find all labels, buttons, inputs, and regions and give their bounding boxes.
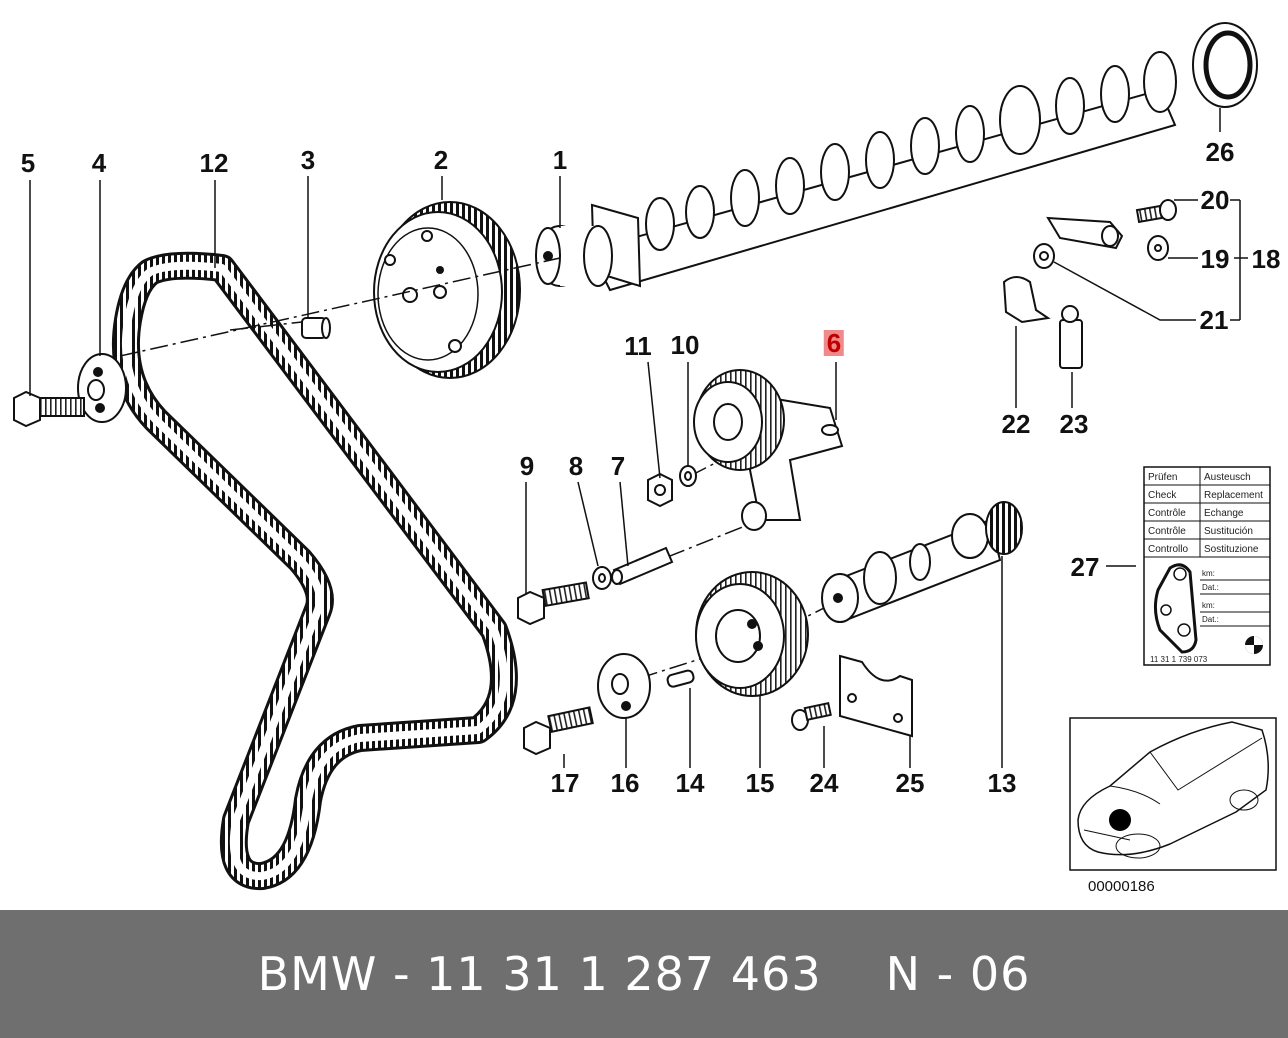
diagram-position: N - 06 (885, 947, 1031, 1001)
card-field-km-1: km: (1202, 569, 1215, 578)
callout-part-4: 4 (91, 148, 107, 178)
washer-10 (679, 465, 697, 487)
cover-plate-25 (839, 654, 913, 738)
callout-part-25: 25 (895, 768, 925, 798)
hub-washer (77, 353, 127, 423)
timing-belt-exploded-diagram: Prüfen Austeusch Check Replacement Contr… (13, 22, 1277, 890)
callout-part-24: 24 (809, 768, 839, 798)
callout-part-6-highlighted: 6 (823, 330, 845, 356)
pulley-hub-16 (597, 653, 651, 719)
hex-bolt-17 (523, 706, 594, 756)
card-field-date-2: Dat.: (1202, 615, 1219, 624)
vehicle-locator-inset (1069, 717, 1277, 871)
rocker-arm (1046, 216, 1124, 250)
leader-lines (29, 108, 1248, 768)
brand-part-number: BMW - 11 31 1 287 463 (257, 947, 822, 1001)
callout-part-18: 18 (1251, 244, 1281, 274)
crankshaft-gear (821, 501, 1023, 623)
seal-ring (1192, 22, 1258, 108)
callout-part-2: 2 (433, 145, 449, 175)
card-row-1-right: Replacement (1204, 490, 1263, 501)
part-number-banner: BMW - 11 31 1 287 463 N - 06 (0, 910, 1288, 1038)
card-row-4-left: Controllo (1148, 544, 1188, 555)
banner-text: BMW - 11 31 1 287 463 N - 06 (0, 910, 1288, 1038)
callout-part-1: 1 (552, 145, 568, 175)
callout-part-10: 10 (670, 330, 700, 360)
card-row-0-right: Austeusch (1204, 472, 1251, 483)
card-row-0-left: Prüfen (1148, 472, 1177, 483)
callout-part-11: 11 (624, 331, 652, 361)
callout-part-17: 17 (550, 768, 580, 798)
bushing-21 (1033, 243, 1055, 269)
card-row-1-left: Check (1148, 490, 1177, 501)
callout-part-9: 9 (519, 451, 535, 481)
clip-22 (1002, 276, 1051, 324)
callout-part-7: 7 (610, 451, 626, 481)
callout-part-22: 22 (1001, 409, 1031, 439)
mini-belt-icon (1153, 563, 1198, 654)
spring-washer-8 (592, 566, 612, 590)
card-part-code: 11 31 1 739 073 (1150, 655, 1208, 664)
engine-location-marker (1109, 809, 1131, 831)
card-field-date-1: Dat.: (1202, 583, 1219, 592)
hex-bolt-9 (517, 581, 590, 626)
card-row-3-right: Sustitución (1204, 526, 1253, 537)
card-row-3-left: Contrôle (1148, 526, 1186, 537)
callout-part-5: 5 (20, 148, 36, 178)
locating-pin-14 (666, 669, 695, 688)
service-card: Prüfen Austeusch Check Replacement Contr… (1143, 466, 1271, 666)
timing-belt (111, 251, 518, 890)
bmw-roundel-icon (1245, 636, 1263, 654)
screw-24 (791, 701, 832, 731)
callout-part-19: 19 (1200, 244, 1230, 274)
callout-part-3: 3 (300, 145, 316, 175)
bolt-20 (1135, 199, 1177, 224)
hex-bolt-5 (13, 390, 85, 428)
card-row-4-right: Sostituzione (1204, 544, 1259, 555)
callout-part-23: 23 (1059, 409, 1089, 439)
camshaft (535, 51, 1177, 292)
callout-part-12: 12 (199, 148, 229, 178)
callout-part-15: 15 (745, 768, 775, 798)
dowel-sleeve (301, 317, 331, 339)
callout-part-27: 27 (1070, 552, 1100, 582)
nut-19 (1147, 235, 1169, 261)
hydraulic-lifter-23 (1059, 305, 1083, 369)
callout-part-21: 21 (1199, 305, 1229, 335)
card-field-km-2: km: (1202, 601, 1215, 610)
callout-part-16: 16 (610, 768, 640, 798)
camshaft-sprocket (373, 201, 521, 379)
callout-part-14: 14 (675, 768, 705, 798)
diagram-reference-number: 00000186 (1088, 878, 1155, 895)
callout-part-26: 26 (1205, 137, 1235, 167)
tensioner-pulley (693, 369, 844, 531)
sleeve-7 (611, 546, 674, 586)
callout-part-8: 8 (568, 451, 584, 481)
callout-part-20: 20 (1200, 185, 1230, 215)
hex-nut-11 (647, 472, 673, 508)
callout-part-13: 13 (987, 768, 1017, 798)
crankshaft-pulley (695, 571, 809, 697)
card-row-2-left: Contrôle (1148, 508, 1186, 519)
card-row-2-right: Echange (1204, 508, 1244, 519)
